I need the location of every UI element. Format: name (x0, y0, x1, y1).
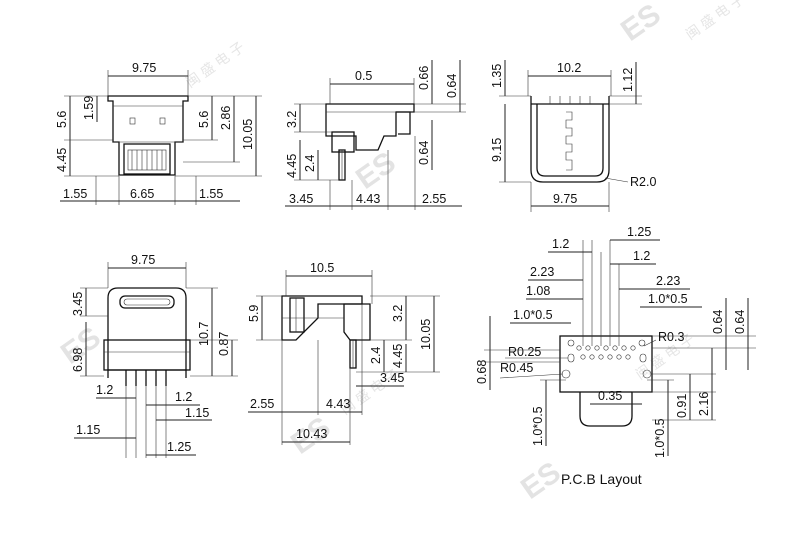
dim-text: R0.45 (500, 361, 533, 375)
dim-text: 1.0*0.5 (531, 406, 545, 446)
dim-text: R0.25 (508, 345, 541, 359)
dim-text: 1.25 (167, 440, 191, 454)
dim-text: 4.45 (55, 148, 69, 172)
dim-text: 5.6 (55, 111, 69, 128)
dim-text: 3.45 (71, 292, 85, 316)
dim-text: 2.16 (697, 392, 711, 416)
dim-text: 1.2 (175, 390, 192, 404)
dim-text: 1.25 (627, 225, 651, 239)
dim-text: 10.05 (419, 319, 433, 350)
dim-text: 2.4 (369, 347, 383, 364)
dim-text: 3.45 (289, 192, 313, 206)
pcb-layout-view: 1.25 1.2 1.2 2.23 2.23 1.08 1.0*0.5 1.0*… (475, 225, 756, 487)
watermark-chars: 闽 盛 电 子 (183, 39, 248, 91)
dim-text: 1.0*0.5 (648, 292, 688, 306)
dim-text: 1.15 (76, 423, 100, 437)
dim-text: 2.23 (530, 265, 554, 279)
dim-text: R2.0 (630, 175, 656, 189)
dim-text: 4.45 (285, 154, 299, 178)
dim-text: 3.45 (380, 371, 404, 385)
dim-text: 2.55 (250, 397, 274, 411)
dim-text: 4.45 (391, 344, 405, 368)
dim-text: R0.3 (658, 330, 684, 344)
watermark-brand: ES (515, 456, 567, 506)
dim-text: 0.68 (475, 360, 489, 384)
dim-text: 0.5 (355, 69, 372, 83)
dim-text: 6.98 (71, 348, 85, 372)
dim-text: 9.75 (553, 192, 577, 206)
dim-text: 1.55 (63, 187, 87, 201)
dim-text: 10.05 (241, 119, 255, 150)
dim-text: 1.2 (633, 249, 650, 263)
dim-text: 2.4 (303, 155, 317, 172)
dim-text: 1.0*0.5 (653, 418, 667, 458)
dim-text: 10.43 (296, 427, 327, 441)
dim-text: 1.59 (82, 96, 96, 120)
watermark-brand: ES (615, 0, 667, 48)
dim-text: 1.2 (552, 237, 569, 251)
dim-text: 0.87 (217, 332, 231, 356)
dim-text: 9.75 (132, 61, 156, 75)
dim-text: 2.23 (656, 274, 680, 288)
dim-text: 0.91 (675, 394, 689, 418)
dim-text: 4.43 (326, 397, 350, 411)
dim-text: 5.6 (197, 111, 211, 128)
dim-text: 6.65 (130, 187, 154, 201)
watermark-brand: ES (350, 146, 402, 196)
dim-text: 3.2 (285, 111, 299, 128)
dim-text: 1.0*0.5 (513, 308, 553, 322)
dim-text: 1.08 (526, 284, 550, 298)
dim-text: 0.64 (445, 74, 459, 98)
front-view: 9.75 5.6 4.45 1.59 5.6 2.86 10.05 1.55 6… (55, 61, 262, 205)
dim-text: 1.15 (185, 406, 209, 420)
side-view: 0.5 0.66 0.64 3.2 4.45 2.4 0.64 3.45 4.4… (285, 60, 466, 210)
dim-text: 1.55 (199, 187, 223, 201)
dim-text: 0.64 (711, 310, 725, 334)
dim-text: 0.64 (733, 310, 747, 334)
dim-text: 0.66 (417, 66, 431, 90)
dim-text: 0.64 (417, 141, 431, 165)
dim-text: 3.2 (391, 305, 405, 322)
dim-text: 10.5 (310, 261, 334, 275)
dim-text: 9.15 (490, 138, 504, 162)
vertical-front-view: 9.75 3.45 6.98 10.7 0.87 1.2 1.2 1.15 1.… (71, 253, 238, 458)
dim-text: 2.55 (422, 192, 446, 206)
dim-text: 5.9 (247, 305, 261, 322)
dim-text: 1.12 (621, 68, 635, 92)
dim-text: 2.86 (219, 106, 233, 130)
vertical-side-view: 10.5 5.9 3.2 10.05 2.4 4.45 3.45 2.55 4.… (247, 261, 440, 445)
pcb-layout-caption: P.C.B Layout (561, 471, 642, 487)
dim-text: 1.2 (96, 383, 113, 397)
dim-text: 0.35 (598, 389, 622, 403)
end-view: 10.2 1.35 9.15 1.12 R2.0 9.75 (490, 60, 656, 212)
dim-text: 9.75 (131, 253, 155, 267)
dim-text: 10.7 (197, 322, 211, 346)
watermark-chars: 闽 盛 电 子 (683, 0, 748, 42)
dim-text: 4.43 (356, 192, 380, 206)
dim-text: 1.35 (490, 64, 504, 88)
dim-text: 10.2 (557, 61, 581, 75)
